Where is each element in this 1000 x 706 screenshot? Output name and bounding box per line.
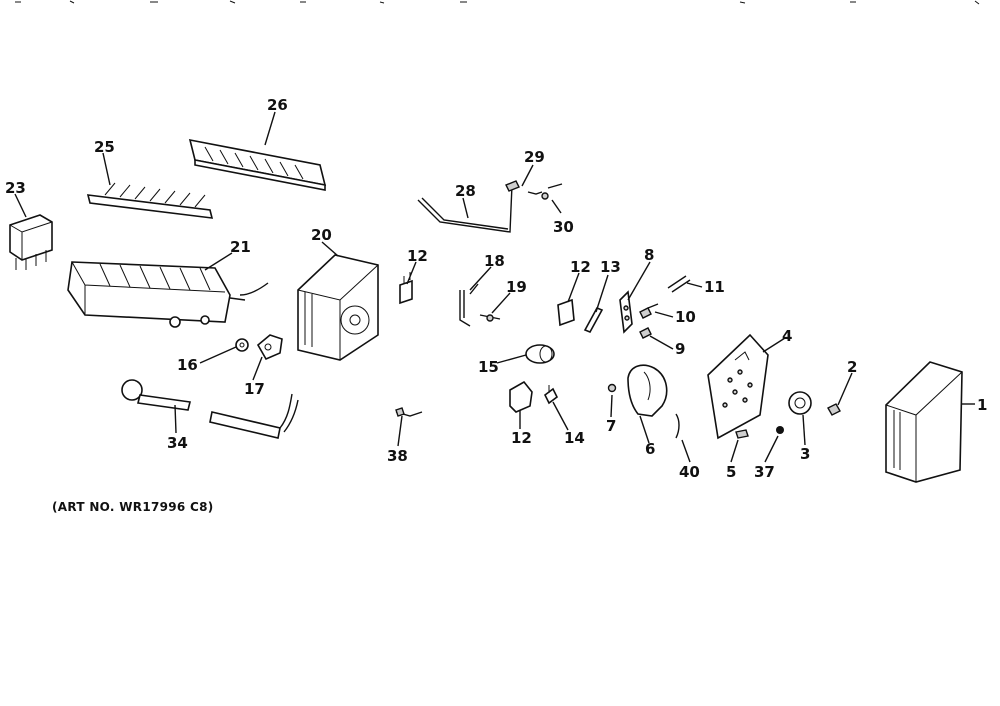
part-20-housing [297,254,379,361]
label-2: 2 [847,358,857,376]
scan-edge-marks [15,0,980,5]
label-4: 4 [782,327,792,345]
part-37-dot [776,426,784,434]
label-17: 17 [244,380,265,398]
label-1: 1 [977,396,987,414]
part-9-screw [639,327,652,339]
label-20: 20 [311,226,332,244]
part-25-ejector [86,182,214,219]
part-12-switch-b [557,298,575,327]
label-19: 19 [506,278,527,296]
label-16: 16 [177,356,198,374]
part-6-motor [627,364,668,417]
part-2-screw [827,403,841,416]
part-1-cover [885,361,963,483]
part-23-box [9,214,53,270]
part-11-pin [667,275,691,293]
label-15: 15 [478,358,499,376]
label-5: 5 [726,463,736,481]
label-10: 10 [675,308,696,326]
label-29: 29 [524,148,545,166]
label-34: 34 [167,434,188,452]
part-14-clip [543,385,559,405]
label-21: 21 [230,238,251,256]
label-6: 6 [645,440,655,458]
label-13: 13 [600,258,621,276]
label-28: 28 [455,182,476,200]
part-7-screw [607,383,617,393]
label-11: 11 [704,278,725,296]
part-38-clip [395,407,423,417]
part-5-screw [735,429,749,439]
part-17-gear [256,334,283,361]
label-12-lower: 12 [511,429,532,447]
part-labels: 26 25 23 21 20 28 29 30 12 18 19 12 13 8… [5,96,987,481]
part-40-wire [675,413,680,439]
art-number: (ART NO. WR17996 C8) [52,500,214,514]
label-37: 37 [754,463,775,481]
label-8: 8 [644,246,654,264]
label-18: 18 [484,252,505,270]
leader-lines [14,111,975,463]
part-10-pin [639,303,659,319]
label-23: 23 [5,179,26,197]
part-15-motor [525,344,555,364]
label-38: 38 [387,447,408,465]
part-28-arm [417,180,563,233]
label-30: 30 [553,218,574,236]
part-4-plate [707,333,769,440]
label-40: 40 [679,463,700,481]
label-3: 3 [800,445,810,463]
part-16-nut [235,338,249,352]
label-26: 26 [267,96,288,114]
part-34-harness [121,379,299,439]
label-12-middle: 12 [570,258,591,276]
label-14: 14 [564,429,585,447]
label-12-upper: 12 [407,247,428,265]
part-12-switch-c [509,380,533,413]
label-25: 25 [94,138,115,156]
label-9: 9 [675,340,685,358]
label-7: 7 [606,417,616,435]
part-21-mold [67,261,269,328]
part-8-support [619,290,633,334]
part-18-bracket [459,283,501,327]
part-13-spring [583,306,604,334]
part-26-bar [188,138,327,191]
part-3-gear [788,391,812,415]
